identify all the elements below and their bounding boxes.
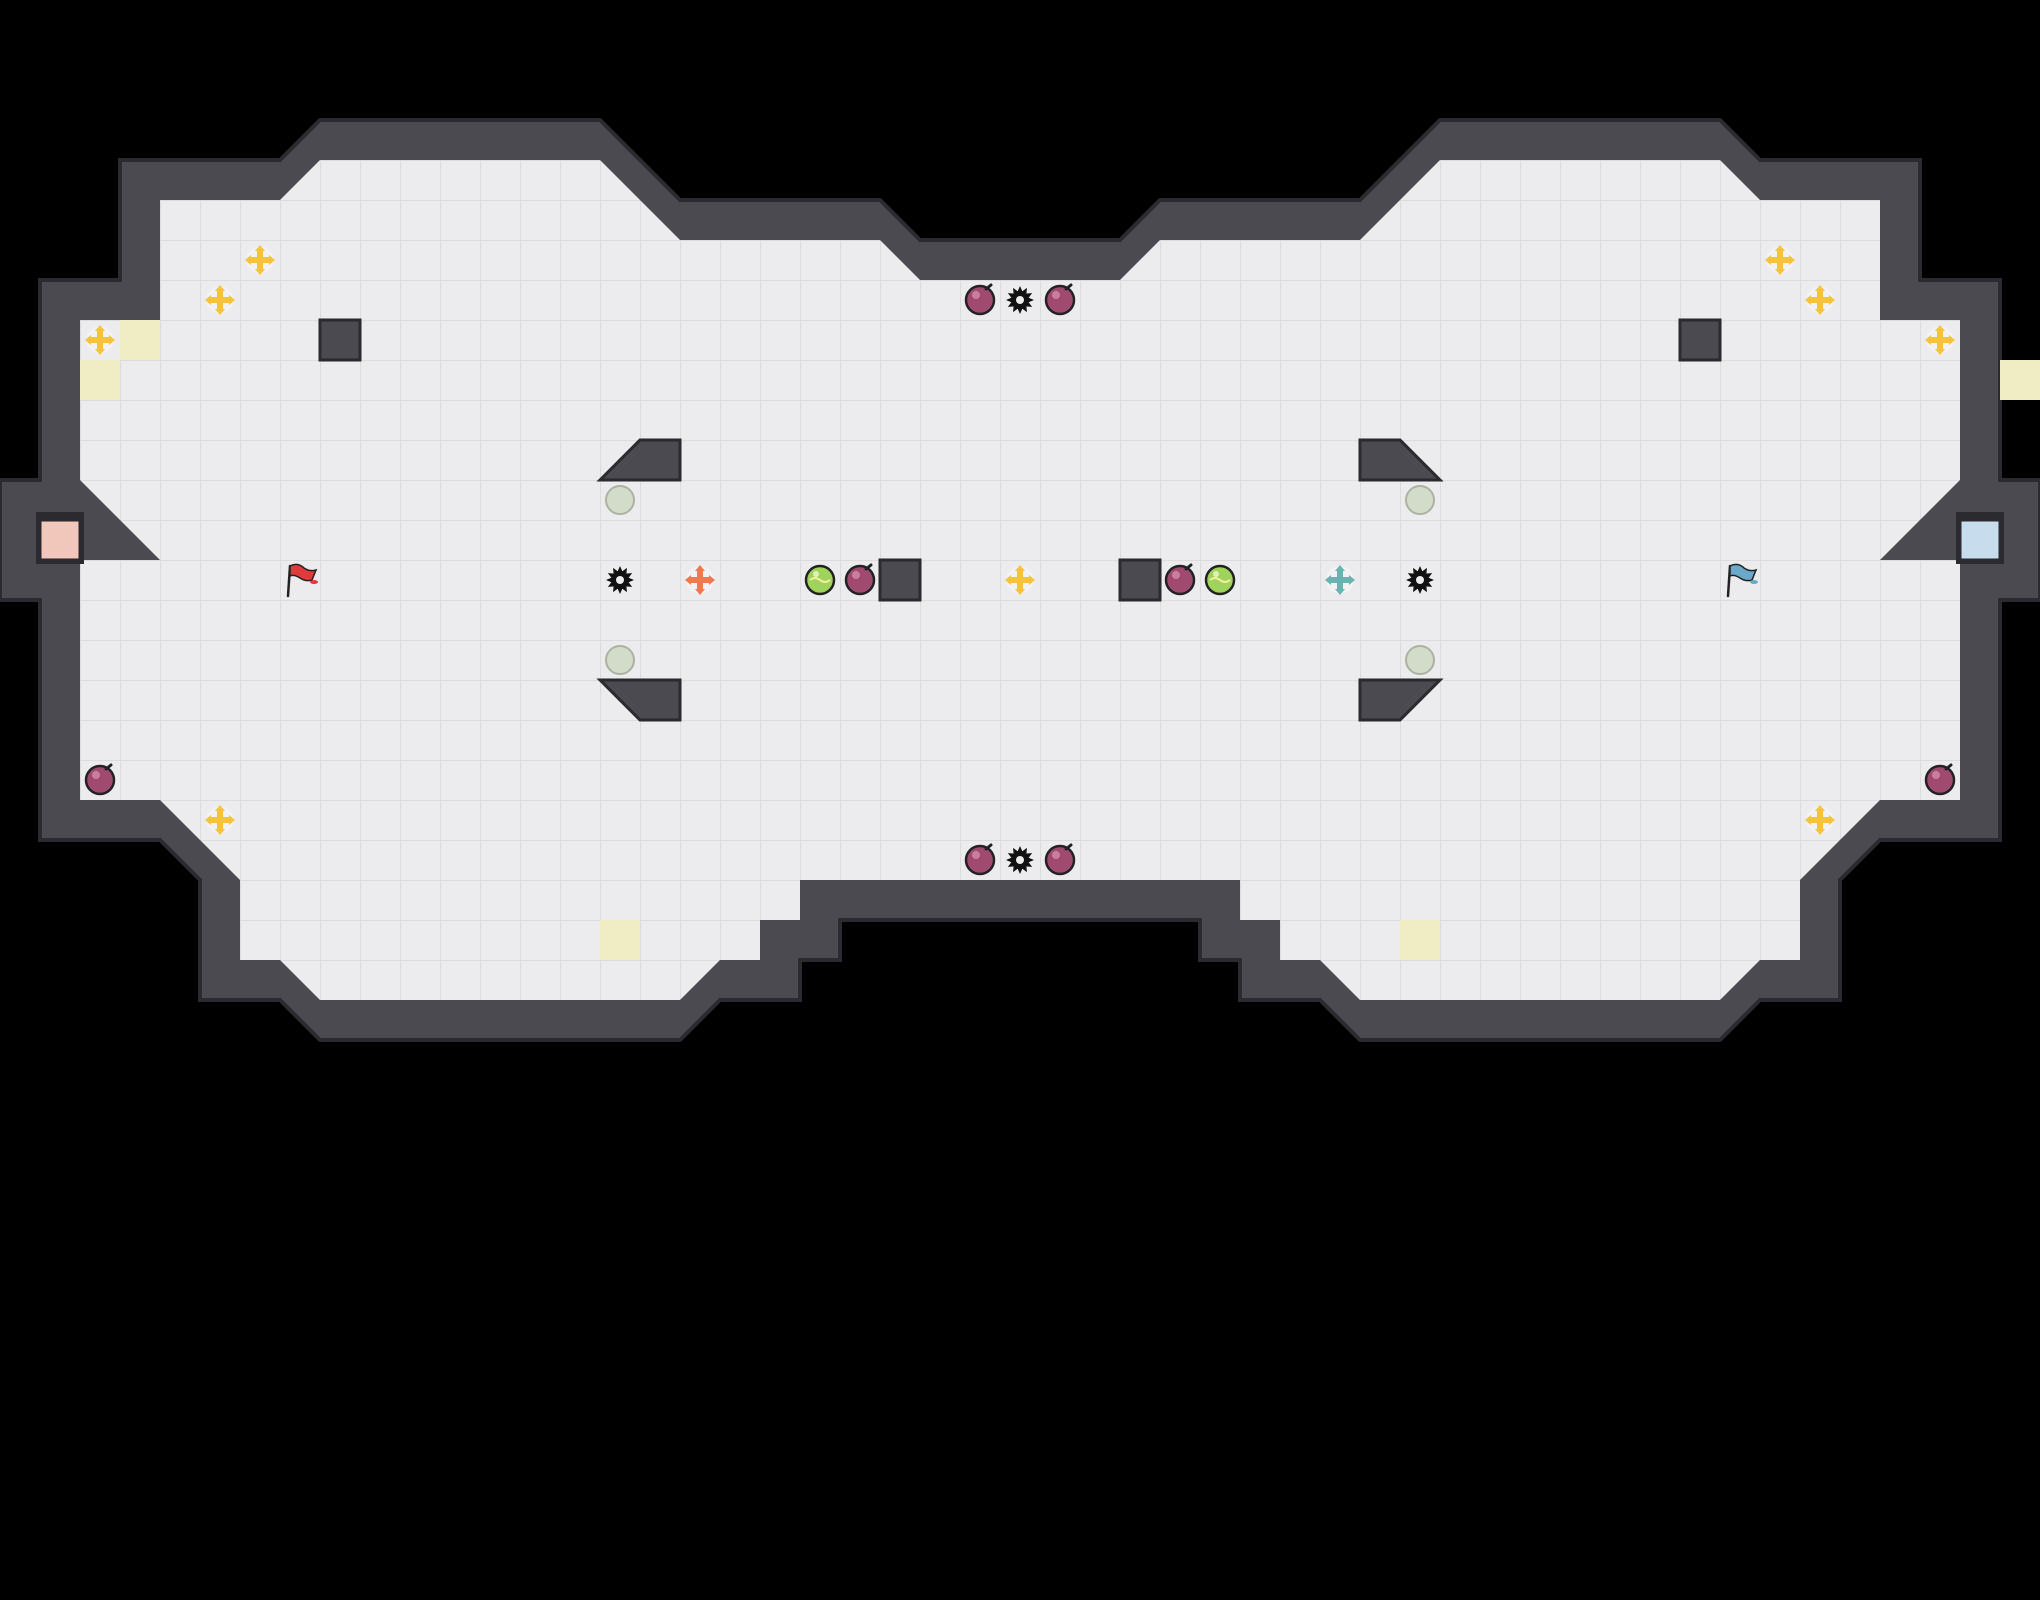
speed-tile: [600, 920, 640, 960]
yellow-booster-icon: [1805, 285, 1835, 315]
button-icon: [1405, 485, 1435, 515]
angled-wall: [596, 678, 682, 722]
angled-wall: [1358, 678, 1444, 722]
wall-block: [1678, 318, 1722, 362]
bomb-icon: [1164, 563, 1196, 596]
speed-tile: [1400, 920, 1440, 960]
blue-endzone-tile: [1958, 518, 2002, 562]
red-booster-icon: [685, 565, 715, 595]
red-flag-icon: [286, 563, 318, 598]
button-icon: [605, 485, 635, 515]
yellow-booster-icon: [205, 285, 235, 315]
bomb-icon: [844, 563, 876, 596]
bomb-icon: [964, 843, 996, 876]
button-icon: [1405, 645, 1435, 675]
bomb-icon: [84, 763, 116, 796]
spike-icon: [1406, 566, 1434, 594]
spike-icon: [1006, 846, 1034, 874]
blue-flag-icon: [1726, 563, 1758, 598]
powerup-icon: [1204, 564, 1236, 596]
angled-wall: [596, 438, 682, 482]
speed-tile: [120, 320, 160, 360]
angled-wall: [1358, 438, 1444, 482]
yellow-booster-icon: [1005, 565, 1035, 595]
yellow-booster-icon: [1765, 245, 1795, 275]
bomb-icon: [1044, 283, 1076, 316]
yellow-booster-icon: [1925, 325, 1955, 355]
wall-block: [1118, 558, 1162, 602]
speed-tile: [80, 360, 120, 400]
yellow-booster-icon: [245, 245, 275, 275]
blue-booster-icon: [1325, 565, 1355, 595]
spike-icon: [1006, 286, 1034, 314]
bomb-icon: [1924, 763, 1956, 796]
yellow-booster-icon: [205, 805, 235, 835]
bomb-icon: [1044, 843, 1076, 876]
wall-block: [878, 558, 922, 602]
powerup-icon: [804, 564, 836, 596]
button-icon: [605, 645, 635, 675]
yellow-booster-icon: [85, 325, 115, 355]
red-endzone-tile: [38, 518, 82, 562]
objects-layer: [38, 245, 2040, 960]
bomb-icon: [964, 283, 996, 316]
wall-block: [318, 318, 362, 362]
speed-tile: [2000, 360, 2040, 400]
spike-icon: [606, 566, 634, 594]
yellow-booster-icon: [1805, 805, 1835, 835]
